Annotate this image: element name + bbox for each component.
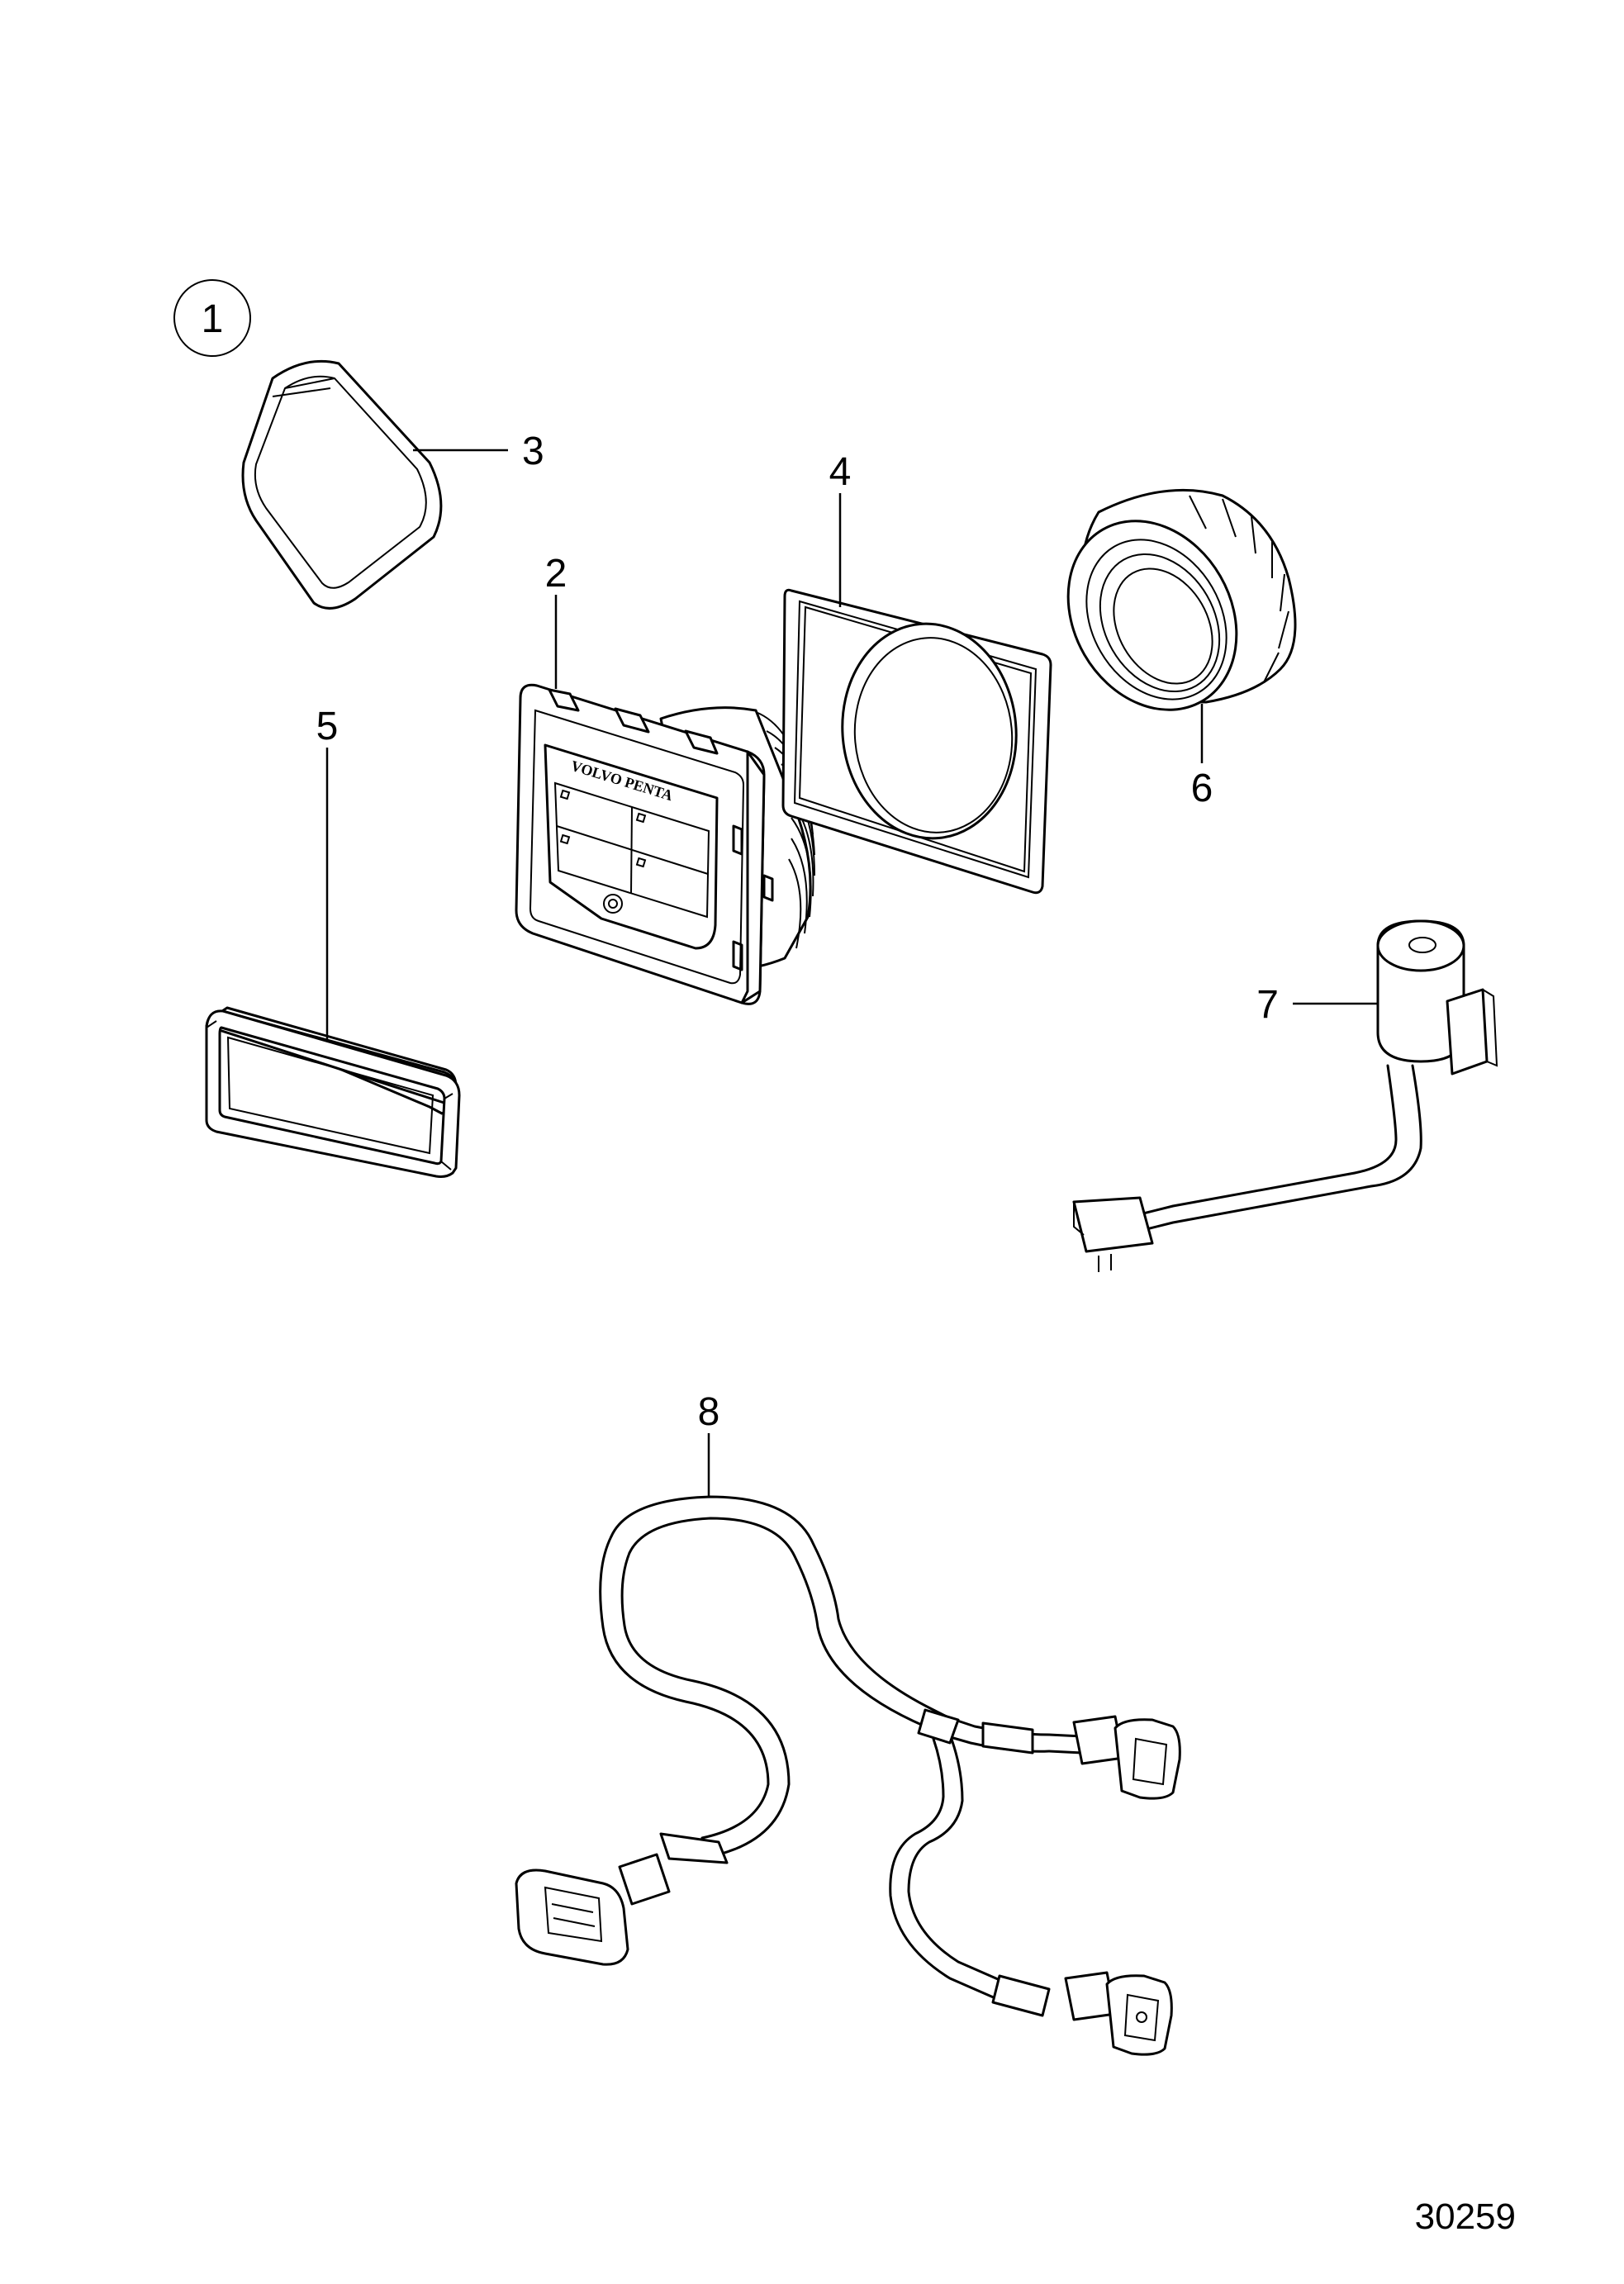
part-2-control-panel: VOLVO PENTA — [515, 683, 815, 1005]
callout-label-2: 2 — [545, 552, 567, 596]
callout-label-8: 8 — [698, 1390, 720, 1434]
part-3-bezel-cover — [241, 359, 443, 610]
gasket-5-frame-visible — [205, 1009, 461, 1178]
callout-label-5: 5 — [316, 705, 339, 748]
callout-label-6: 6 — [1191, 767, 1213, 810]
callout-label-3: 3 — [522, 430, 544, 473]
callout-label-7: 7 — [1256, 983, 1279, 1027]
callout-8: 8 — [698, 1390, 720, 1497]
callout-7: 7 — [1256, 983, 1378, 1027]
figure-number: 30259 — [1415, 2196, 1516, 2237]
callout-6: 6 — [1191, 704, 1213, 810]
part-6-threaded-nut — [1066, 488, 1297, 711]
group-callout-label: 1 — [202, 297, 224, 341]
callout-label-4: 4 — [829, 450, 852, 494]
callout-4: 4 — [829, 450, 852, 607]
part-7-buzzer — [1072, 919, 1498, 1272]
part-8-wiring-harness — [515, 1495, 1181, 2056]
part-4-mounting-plate — [781, 588, 1052, 895]
callout-5: 5 — [316, 705, 339, 1039]
group-callout-1: 1 — [173, 279, 251, 357]
callout-2: 2 — [545, 552, 567, 689]
callout-3: 3 — [413, 430, 544, 473]
